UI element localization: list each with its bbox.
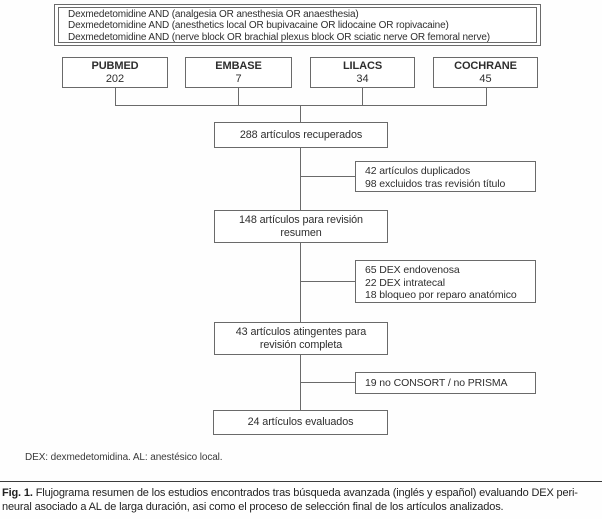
figure-label: Fig. 1. [2, 487, 33, 499]
database-count: 202 [105, 73, 125, 85]
exclusion-line: 65 DEX endovenosa [365, 264, 460, 276]
full-review-box: 43 artículos atingentes para revisión co… [214, 322, 388, 355]
connector-line [300, 105, 301, 122]
database-box-lilacs: LILACS 34 [310, 57, 415, 88]
connector-line [300, 176, 355, 177]
database-count: 45 [479, 73, 492, 85]
database-box-cochrane: COCHRANE 45 [433, 57, 538, 88]
database-name: PUBMED [91, 60, 139, 72]
caption-text-1: Flujograma resumen de los estudios encon… [35, 487, 578, 499]
database-count: 7 [235, 73, 242, 85]
database-box-pubmed: PUBMED 202 [62, 57, 168, 88]
evaluated-articles-label: 24 artículos evaluados [247, 416, 354, 428]
title-review-line-2: resumen [280, 227, 322, 239]
caption-line-2: neural asociado a AL de larga duración, … [0, 501, 602, 515]
title-review-line-1: 148 artículos para revisión [239, 214, 363, 226]
evaluated-articles-box: 24 artículos evaluados [213, 410, 388, 435]
database-name: COCHRANE [454, 60, 517, 72]
search-query-line-1: Dexmedetomidine AND (analgesia OR anesth… [68, 9, 359, 20]
connector-line [300, 281, 355, 282]
connector-line [486, 88, 487, 105]
exclusion-line: 18 bloqueo por reparo anatómico [365, 289, 517, 301]
caption-line-1: Fig. 1.Flujograma resumen de los estudio… [0, 487, 602, 501]
connector-line [300, 382, 355, 383]
connector-line [115, 105, 487, 106]
exclusion-box-interventions: 65 DEX endovenosa 22 DEX intratecal 18 b… [355, 260, 536, 303]
figure-footnote: DEX: dexmedetomidina. AL: anestésico loc… [25, 452, 223, 463]
connector-line [238, 88, 239, 105]
search-query-box: Dexmedetomidine AND (analgesia OR anesth… [54, 4, 541, 46]
retrieved-articles-box: 288 artículos recuperados [214, 122, 388, 148]
connector-line [362, 88, 363, 105]
database-name: EMBASE [215, 60, 262, 72]
full-review-line-2: revisión completa [259, 339, 343, 351]
exclusion-line: 98 excluidos tras revisión título [365, 177, 506, 190]
search-query-box-inner: Dexmedetomidine AND (analgesia OR anesth… [58, 7, 537, 43]
database-box-embase: EMBASE 7 [185, 57, 292, 88]
database-name: LILACS [342, 60, 383, 72]
connector-line [300, 243, 301, 322]
connector-line [300, 148, 301, 210]
exclusion-line: 22 DEX intratecal [365, 276, 446, 289]
search-query-line-3: Dexmedetomidine AND (nerve block OR brac… [68, 31, 490, 43]
retrieved-articles-label: 288 artículos recuperados [239, 129, 363, 141]
exclusion-line: 19 no CONSORT / no PRISMA [365, 377, 508, 389]
exclusion-box-reporting: 19 no CONSORT / no PRISMA [355, 372, 536, 394]
full-review-line-1: 43 artículos atingentes para [235, 326, 367, 338]
title-review-box: 148 artículos para revisión resumen [214, 210, 388, 243]
search-query-line-2: Dexmedetomidine AND (anesthetics local O… [68, 20, 449, 32]
caption-text-2: neural asociado a AL de larga duración, … [2, 500, 504, 513]
database-count: 34 [356, 73, 369, 85]
figure-caption: Fig. 1.Flujograma resumen de los estudio… [0, 481, 602, 514]
connector-line [115, 88, 116, 105]
exclusion-line: 42 artículos duplicados [365, 165, 471, 177]
exclusion-box-duplicates: 42 artículos duplicados 98 excluidos tra… [355, 161, 536, 192]
